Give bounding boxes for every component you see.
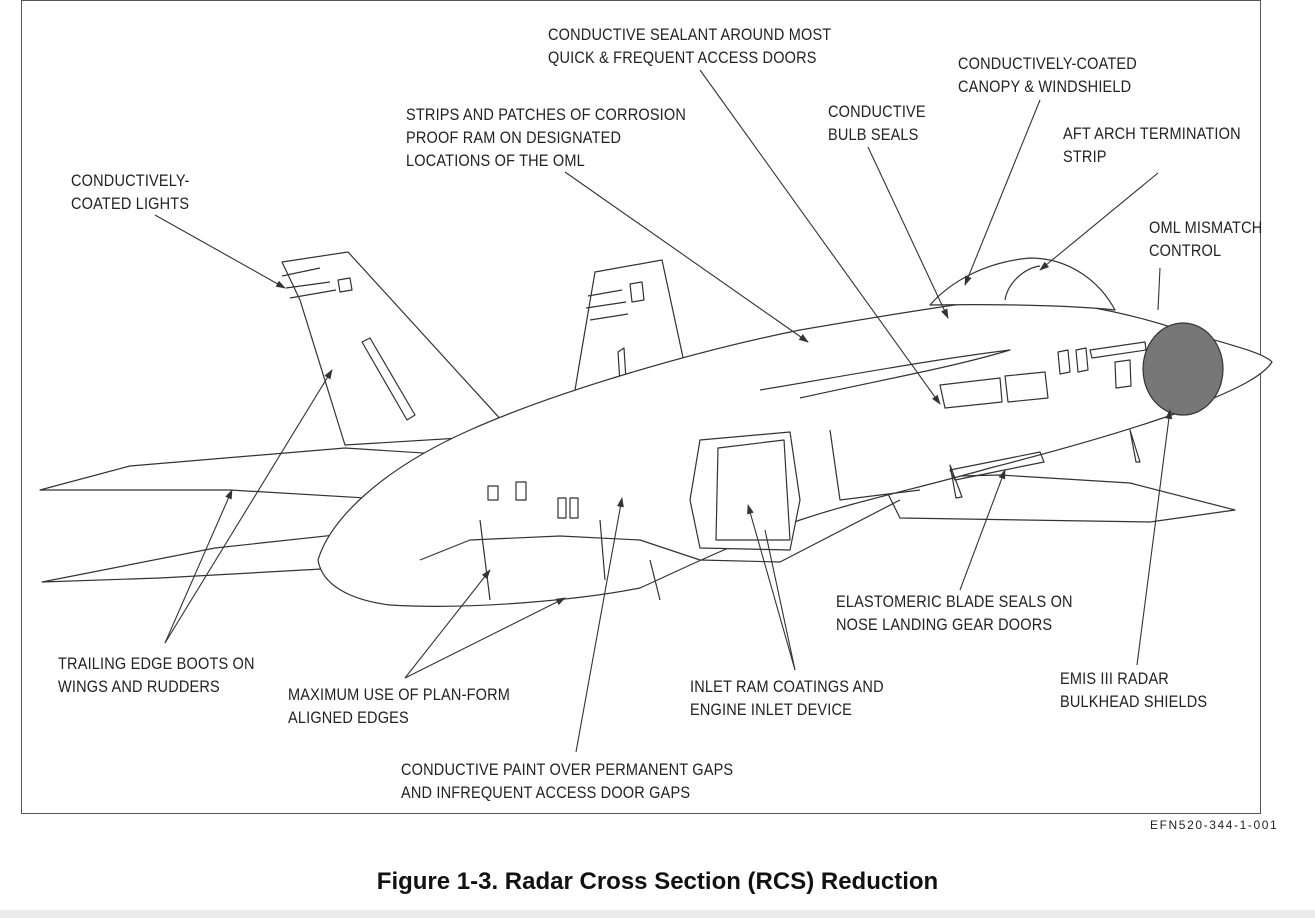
leader-lights bbox=[154, 214, 286, 289]
underside-panels bbox=[419, 429, 921, 601]
aircraft-outline bbox=[39, 251, 1273, 607]
callout-canopy-windshield: CONDUCTIVELY-COATED CANOPY & WINDSHIELD bbox=[958, 53, 1137, 99]
leader-canopy bbox=[964, 99, 1041, 286]
callout-plan-form: MAXIMUM USE OF PLAN-FORM ALIGNED EDGES bbox=[288, 684, 510, 730]
leader-aft-arch bbox=[1039, 172, 1159, 271]
callout-line: LOCATIONS OF THE OML bbox=[406, 152, 585, 170]
callout-line: BULB SEALS bbox=[828, 126, 919, 144]
callout-line: CONDUCTIVELY-COATED bbox=[958, 55, 1137, 73]
callout-line: INLET RAM COATINGS AND bbox=[690, 678, 884, 696]
leader-plan-form-1 bbox=[404, 569, 491, 679]
left-tail-lights bbox=[281, 267, 353, 299]
callout-line: OML MISMATCH bbox=[1149, 219, 1263, 237]
callout-line: CANOPY & WINDSHIELD bbox=[958, 78, 1132, 96]
leader-lines bbox=[154, 69, 1173, 753]
callout-line: COATED LIGHTS bbox=[71, 195, 190, 213]
callout-conductive-sealant: CONDUCTIVE SEALANT AROUND MOST QUICK & F… bbox=[548, 24, 831, 70]
callout-line: CONTROL bbox=[1149, 242, 1222, 260]
small-ports bbox=[487, 481, 579, 519]
leader-inlet-ram-2 bbox=[764, 529, 796, 671]
callout-line: BULKHEAD SHIELDS bbox=[1060, 693, 1208, 711]
callout-oml-mismatch: OML MISMATCH CONTROL bbox=[1149, 217, 1262, 263]
leader-inlet-ram-1 bbox=[747, 504, 796, 671]
inlet-inner bbox=[715, 439, 791, 541]
leader-oml-mismatch bbox=[1157, 267, 1161, 311]
leader-blade-seals bbox=[959, 469, 1006, 591]
callout-line: CONDUCTIVE SEALANT AROUND MOST bbox=[548, 26, 832, 44]
callout-blade-seals: ELASTOMERIC BLADE SEALS ON NOSE LANDING … bbox=[836, 591, 1073, 637]
callout-line: NOSE LANDING GEAR DOORS bbox=[836, 616, 1053, 634]
blade-antenna bbox=[949, 429, 1141, 499]
nose-gear-doors bbox=[949, 451, 1045, 481]
callout-line: PROOF RAM ON DESIGNATED bbox=[406, 129, 622, 147]
callout-trailing-edge: TRAILING EDGE BOOTS ON WINGS AND RUDDERS bbox=[58, 653, 255, 699]
leader-emis-radar bbox=[1136, 409, 1173, 666]
callout-line: ALIGNED EDGES bbox=[288, 709, 409, 727]
left-tail-slot bbox=[361, 337, 416, 421]
callout-line: STRIP bbox=[1063, 148, 1107, 166]
page-bottom-bar bbox=[0, 910, 1315, 918]
leader-plan-form-2 bbox=[404, 597, 566, 679]
callout-line: CONDUCTIVE PAINT OVER PERMANENT GAPS bbox=[401, 761, 734, 779]
callout-strips-patches-ram: STRIPS AND PATCHES OF CORROSION PROOF RA… bbox=[406, 104, 686, 173]
callout-line: ENGINE INLET DEVICE bbox=[690, 701, 853, 719]
drawing-number: EFN520-344-1-001 bbox=[1150, 818, 1279, 832]
right-tail-lights bbox=[585, 281, 645, 321]
leader-trailing-edge-2 bbox=[164, 369, 333, 644]
callout-line: AND INFREQUENT ACCESS DOOR GAPS bbox=[401, 784, 691, 802]
forward-panels bbox=[939, 341, 1147, 409]
fuselage bbox=[317, 298, 1273, 607]
canopy bbox=[929, 257, 1116, 311]
callout-emis-radar: EMIS III RADAR BULKHEAD SHIELDS bbox=[1060, 668, 1207, 714]
leader-conductive-paint bbox=[575, 497, 624, 753]
callout-bulb-seals: CONDUCTIVE BULB SEALS bbox=[828, 101, 926, 147]
figure-caption: Figure 1-3. Radar Cross Section (RCS) Re… bbox=[376, 868, 939, 895]
callout-line: STRIPS AND PATCHES OF CORROSION bbox=[406, 106, 687, 124]
callout-line: WINGS AND RUDDERS bbox=[58, 678, 220, 696]
leader-strips-ram bbox=[564, 171, 809, 343]
callout-line: CONDUCTIVE bbox=[828, 103, 926, 121]
callout-line: ELASTOMERIC BLADE SEALS ON bbox=[836, 593, 1073, 611]
callout-aft-arch: AFT ARCH TERMINATION STRIP bbox=[1063, 123, 1241, 169]
callout-line: EMIS III RADAR bbox=[1060, 670, 1169, 688]
leader-trailing-edge-1 bbox=[164, 489, 233, 644]
radome-bulkhead bbox=[1142, 322, 1224, 416]
leader-bulb-seals bbox=[867, 146, 949, 319]
callout-line: TRAILING EDGE BOOTS ON bbox=[58, 655, 255, 673]
callout-line: MAXIMUM USE OF PLAN-FORM bbox=[288, 686, 511, 704]
callout-line: CONDUCTIVELY- bbox=[71, 172, 190, 190]
callout-line: QUICK & FREQUENT ACCESS DOORS bbox=[548, 49, 817, 67]
left-vertical-tail bbox=[281, 251, 516, 446]
callout-coated-lights: CONDUCTIVELY- COATED LIGHTS bbox=[71, 170, 189, 216]
leading-edge-extension bbox=[759, 349, 1011, 399]
canopy-arch bbox=[1004, 265, 1041, 301]
callout-inlet-ram: INLET RAM COATINGS AND ENGINE INLET DEVI… bbox=[690, 676, 884, 722]
callout-line: AFT ARCH TERMINATION bbox=[1063, 125, 1241, 143]
engine-inlet bbox=[689, 431, 801, 551]
leader-conductive-sealant bbox=[699, 69, 941, 405]
callout-conductive-paint: CONDUCTIVE PAINT OVER PERMANENT GAPS AND… bbox=[401, 759, 733, 805]
